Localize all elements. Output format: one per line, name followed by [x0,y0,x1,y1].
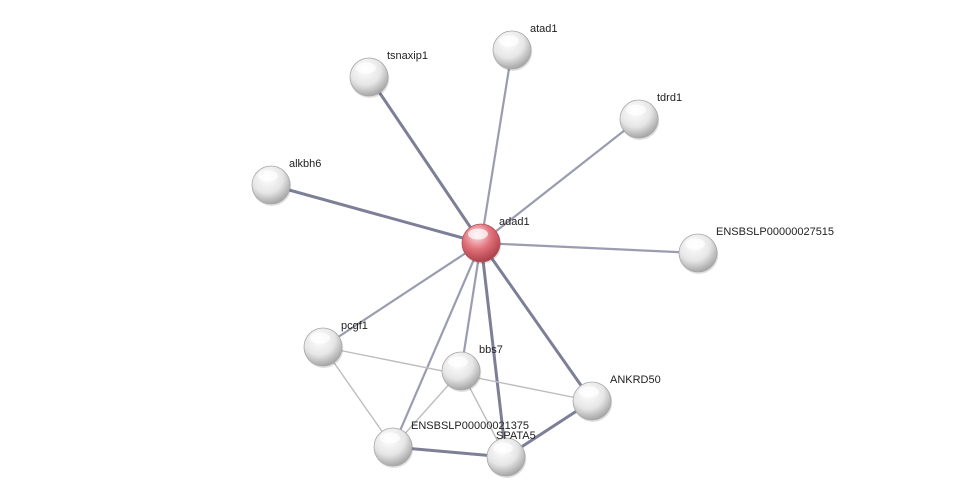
node-highlight [310,332,330,344]
node-label-tsnaxip1: tsnaxip1 [387,50,428,62]
node-adad1[interactable] [461,223,502,264]
edge-adad1-ENSBSLP00000027515 [479,241,700,255]
node-label-ENSBSLP00000027515: ENSBSLP00000027515 [716,226,834,238]
node-highlight [448,356,468,368]
edge-pcgf1-ENSBSLP00000021375 [322,346,394,448]
node-tdrd1[interactable] [619,99,660,140]
node-highlight [356,62,376,74]
labels-layer: adad1 tsnaxip1 atad1 tdrd1 alkbh6ENSBSLP0000… [289,23,834,442]
node-label-ANKRD50: ANKRD50 [610,374,661,386]
node-label-ENSBSLP00000021375: ENSBSLP00000021375 [411,420,529,432]
node-tsnaxip1[interactable] [349,57,390,98]
node-highlight [493,442,513,454]
edge-adad1-ENSBSLP00000021375 [391,241,483,449]
node-label-atad1: atad1 [530,23,558,35]
node-label-bbs7: bbs7 [479,344,503,356]
node-ANKRD50[interactable] [572,381,613,422]
node-label-alkbh6: alkbh6 [289,158,321,170]
node-highlight [380,432,400,444]
node-highlight [685,238,705,250]
node-highlight [258,170,278,182]
node-pcgf1[interactable] [303,327,344,368]
edge-adad1-tsnaxip1 [367,75,483,245]
node-highlight [579,386,599,398]
node-SPATA5[interactable] [486,437,527,478]
node-atad1[interactable] [492,30,533,71]
node-highlight [626,104,646,116]
edge-adad1-alkbh6 [269,183,483,245]
node-label-SPATA5: SPATA5 [496,430,536,442]
edge-adad1-atad1 [479,48,514,245]
node-label-adad1: adad1 [499,216,530,228]
nodes-layer [251,30,719,478]
edge-adad1-pcgf1 [321,241,483,349]
node-ENSBSLP00000027515[interactable] [678,233,719,274]
edge-adad1-tdrd1 [479,117,641,245]
node-label-tdrd1: tdrd1 [657,92,682,104]
node-bbs7[interactable] [441,351,482,392]
edge-adad1-bbs7 [459,241,483,373]
edge-adad1-SPATA5 [479,241,508,459]
node-alkbh6[interactable] [251,165,292,206]
node-highlight [468,228,488,240]
node-label-pcgf1: pcgf1 [341,320,368,332]
edge-adad1-ANKRD50 [479,241,594,403]
node-highlight [499,35,519,47]
node-ENSBSLP00000021375[interactable] [373,427,414,468]
